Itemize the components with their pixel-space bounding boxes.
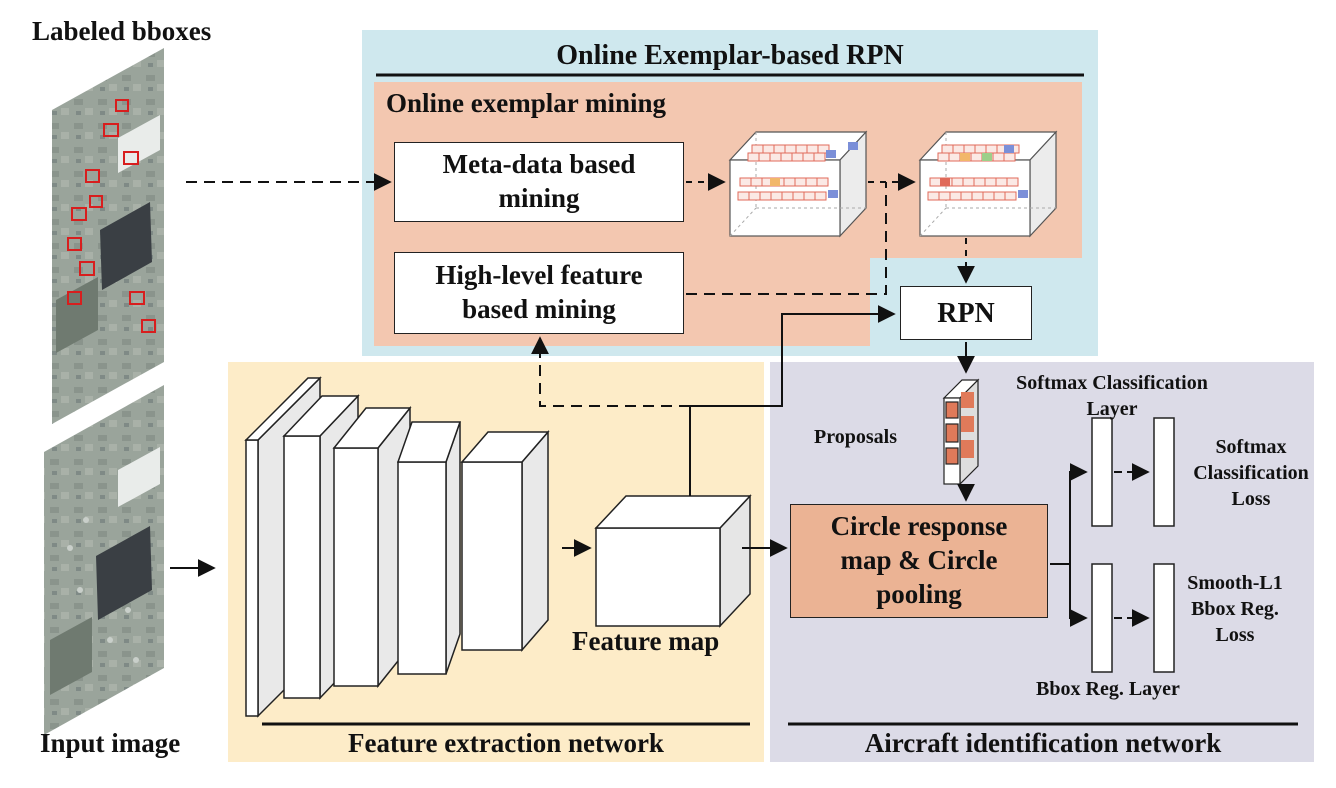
arrow-featuremap-to-high — [531, 336, 690, 407]
exemplar-cube-1 — [728, 130, 868, 238]
arrow-circle-to-bbox — [1050, 563, 1088, 627]
mining-title: Online exemplar mining — [386, 88, 667, 118]
bbox-loss-layer — [1153, 563, 1175, 673]
input-image — [44, 385, 164, 735]
rpn-box: RPN — [900, 286, 1032, 340]
softmax-loss-layer — [1153, 417, 1175, 527]
bbox-loss-label: Smooth-L1 Bbox Reg. Loss — [1187, 572, 1283, 646]
line-featuremap-to-rpn — [689, 305, 896, 496]
input-image-label: Input image — [40, 728, 181, 758]
proposals-label: Proposals — [814, 426, 897, 448]
rpn-section-title: Online Exemplar-based RPN — [556, 40, 904, 71]
softmax-layer-label: Softmax Classification Layer — [1016, 372, 1208, 420]
circle-pooling-box: Circle response map & Circle pooling — [790, 504, 1048, 618]
cnn-layer-4 — [396, 421, 462, 675]
line-high-to-cube — [686, 182, 887, 295]
labeled-bboxes-label: Labeled bboxes — [32, 16, 212, 46]
connectors — [170, 173, 1150, 627]
softmax-loss-label: Softmax Classification Loss — [1193, 436, 1309, 510]
cnn-layers — [244, 376, 550, 718]
softmax-classification-layer — [1091, 417, 1113, 527]
labeled-image — [52, 48, 164, 424]
proposals-slab — [942, 378, 980, 486]
feature-map-cube — [594, 494, 752, 628]
identification-section-title: Aircraft identification network — [864, 728, 1222, 758]
cnn-layer-5 — [460, 429, 550, 653]
bbox-reg-layer — [1091, 563, 1113, 673]
exemplar-cube-2 — [918, 130, 1058, 238]
feature-section-title: Feature extraction network — [348, 728, 664, 758]
feature-map-label: Feature map — [572, 626, 720, 656]
high-level-mining-box: High-level feature based mining — [394, 252, 684, 334]
meta-data-mining-box: Meta-data based mining — [394, 142, 684, 222]
bbox-layer-label: Bbox Reg. Layer — [1036, 678, 1180, 700]
